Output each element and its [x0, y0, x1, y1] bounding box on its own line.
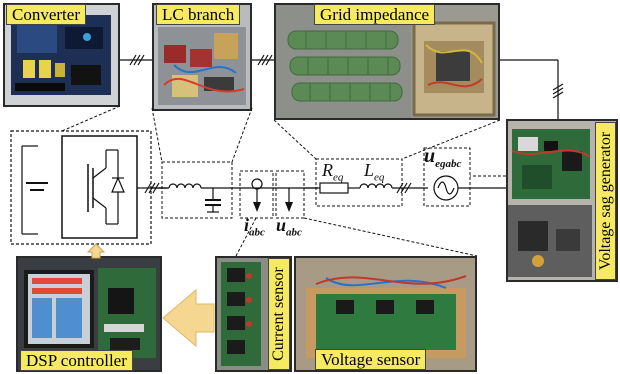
leader-converter [61, 105, 121, 132]
inductor-l-eq [359, 183, 393, 189]
current-sensor-dashed-box [239, 170, 274, 219]
converter-dashed-box [10, 130, 152, 245]
leader-lc [151, 107, 163, 163]
ac-source [433, 175, 506, 201]
dsp-controller-photo [16, 256, 162, 372]
grid-source-dashed-box [423, 147, 471, 207]
diode-triangle [111, 176, 125, 193]
r-eq-symbol: Req [322, 160, 343, 184]
voltage-sensor-dashed-box [275, 170, 305, 219]
u-grid-base: u [424, 145, 436, 167]
impedance-dashed-box [315, 158, 403, 207]
switch-box [61, 135, 138, 239]
current-arrow [253, 202, 261, 212]
current-sensor-label: Current sensor [268, 258, 290, 370]
u-abc-base: u [276, 215, 287, 235]
leader-voltage-sensor [303, 217, 478, 257]
leader-impedance-right [401, 119, 501, 160]
voltage-sensor-label: Voltage sensor [315, 349, 427, 370]
u-abc-sub: abc [286, 226, 302, 239]
grid-impedance-label: Grid impedance [314, 4, 436, 25]
r-eq-sub: eq [333, 171, 344, 184]
u-abc-symbol: uabc [276, 215, 302, 239]
l-eq-base: L [364, 160, 375, 180]
dsp-controller-label: DSP controller [20, 350, 133, 371]
resistor-r-eq [319, 182, 349, 194]
r-eq-base: R [322, 160, 333, 180]
lc-dashed-box [161, 161, 233, 219]
sensors-to-dsp-arrow [162, 288, 215, 348]
converter-label: Converter [6, 4, 86, 25]
u-grid-symbol: uegabc [424, 145, 461, 170]
leader-impedance-left [273, 119, 317, 160]
i-abc-symbol: iabc [244, 215, 265, 239]
voltage-arrow [285, 202, 293, 212]
i-abc-sub: abc [249, 226, 265, 239]
u-grid-sub: egabc [435, 158, 462, 170]
i-abc-base: i [244, 215, 250, 235]
lc-inductor [159, 183, 240, 213]
l-eq-sub: eq [374, 171, 385, 184]
lc-branch-label: LC branch [156, 4, 241, 25]
l-eq-symbol: Leq [364, 160, 384, 184]
leader-current-sensor [235, 217, 257, 257]
dsp-to-converter-arrow [86, 243, 106, 259]
voltage-sag-generator-label: Voltage sag generator [595, 122, 616, 280]
dsp-controller-photo-art [18, 258, 160, 370]
leader-lc-right [231, 107, 253, 163]
